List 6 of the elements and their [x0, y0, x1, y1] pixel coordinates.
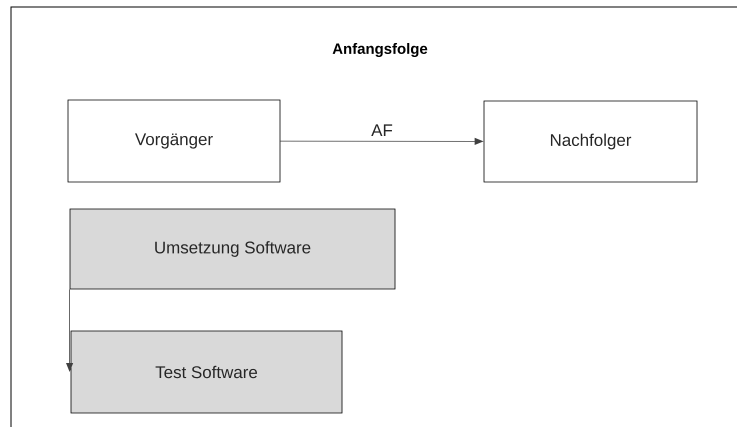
process-box: Test Software: [70, 330, 342, 414]
process-box: Umsetzung Software: [70, 208, 396, 290]
title: Anfangsfolge: [332, 43, 428, 57]
process-box: Vorgänger: [68, 100, 280, 182]
process-box: Nachfolger: [484, 100, 698, 182]
edge-label: AF: [370, 123, 394, 138]
